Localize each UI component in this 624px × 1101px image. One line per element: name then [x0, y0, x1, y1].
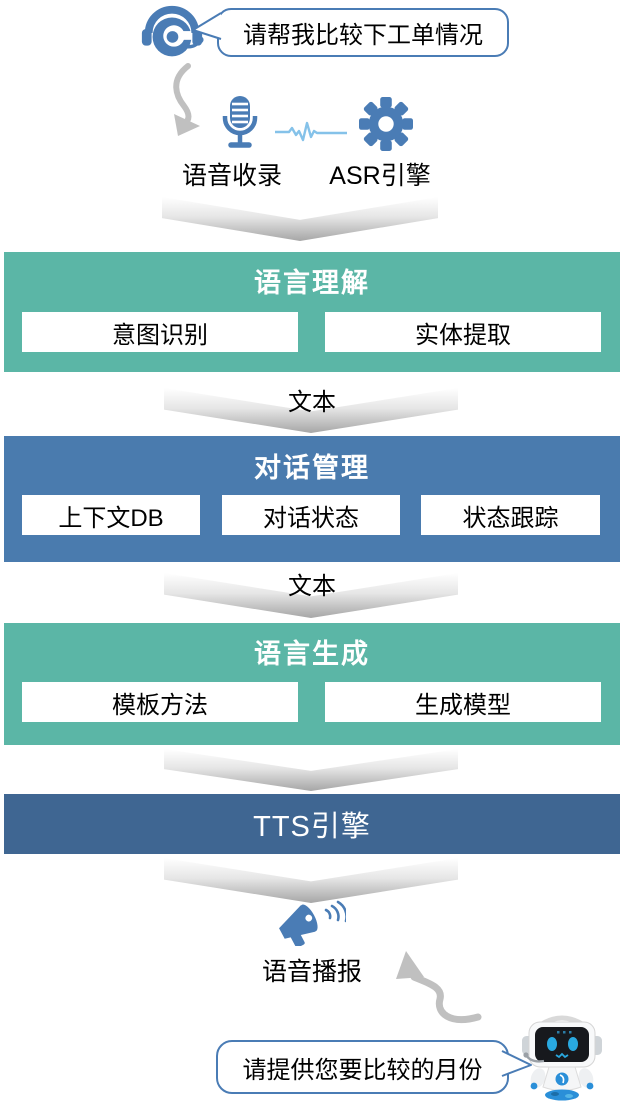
nlu-item-intent: 意图识别 [22, 312, 298, 352]
voice-broadcast-label: 语音播报 [261, 958, 362, 986]
robot-icon [522, 1015, 602, 1101]
asr-engine-label: ASR引擎 [329, 162, 431, 190]
microphone-icon [222, 96, 258, 148]
headset-operator-icon [141, 5, 204, 57]
megaphone-icon [279, 900, 346, 946]
nlu-block-title: 语言理解 [254, 268, 370, 298]
dm-item-context-db: 上下文DB [22, 495, 200, 535]
tts-block-title: TTS引擎 [253, 811, 371, 843]
nlu-item-entity: 实体提取 [325, 312, 601, 352]
speech-bubble-tail-left [192, 12, 222, 40]
dm-item-state-tracking: 状态跟踪 [421, 495, 600, 535]
flow-text-label-1: 文本 [288, 389, 336, 416]
gear-icon [359, 97, 413, 151]
flow-text-label-2: 文本 [288, 573, 336, 600]
dm-item-dialog-state: 对话状态 [222, 495, 400, 535]
audio-waveform-icon [275, 121, 347, 142]
dm-block: 对话管理 上下文DB 对话状态 状态跟踪 [4, 436, 620, 562]
curved-arrow-down-icon [173, 63, 200, 136]
tts-block: TTS引擎 [4, 794, 620, 854]
curved-arrow-up-icon [396, 951, 482, 1024]
flow-chevron-1 [162, 197, 438, 241]
user-speech-text: 请帮我比较下工单情况 [243, 22, 483, 49]
bot-speech-bubble: 请提供您要比较的月份 [216, 1040, 509, 1094]
speech-bubble-tail-right [501, 1050, 532, 1077]
nlg-block: 语言生成 模板方法 生成模型 [4, 623, 620, 745]
voice-capture-label: 语音收录 [181, 162, 282, 190]
dm-block-title: 对话管理 [254, 453, 370, 483]
flow-chevron-5 [164, 858, 458, 903]
nlg-item-generative: 生成模型 [325, 682, 601, 722]
user-speech-bubble: 请帮我比较下工单情况 [217, 8, 509, 57]
nlg-block-title: 语言生成 [254, 639, 370, 669]
flow-chevron-4 [164, 749, 458, 791]
nlu-block: 语言理解 意图识别 实体提取 [4, 252, 620, 372]
nlg-item-template: 模板方法 [22, 682, 298, 722]
bot-speech-text: 请提供您要比较的月份 [242, 1056, 483, 1084]
